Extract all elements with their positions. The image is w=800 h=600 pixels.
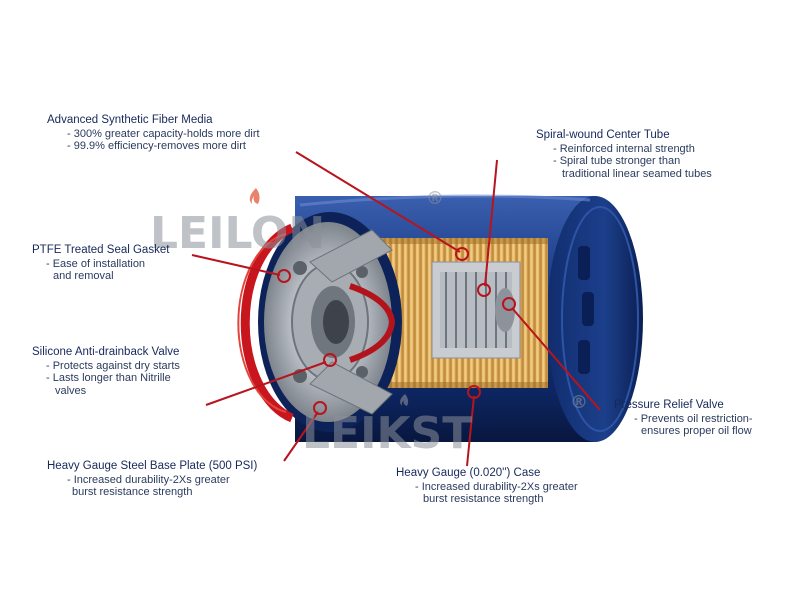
callout-title: Advanced Synthetic Fiber Media	[47, 114, 213, 126]
callout-title: Silicone Anti-drainback Valve	[32, 346, 180, 358]
callout-line: - 99.9% efficiency-removes more dirt	[67, 140, 246, 152]
callout-title: Spiral-wound Center Tube	[536, 129, 670, 141]
callout-line: - Ease of installation	[46, 257, 146, 270]
anti-drainback-valve	[309, 229, 396, 415]
leader-center-tube	[484, 159, 498, 287]
callout-line: - Increased durability-2Xs greater	[67, 473, 230, 486]
callout-title: Pressure Relief Valve	[614, 399, 724, 411]
brand-watermark: LEILON ® LEIKST ®	[150, 188, 588, 459]
callout-line: - Lasts longer than Nitrille	[46, 372, 171, 384]
callout-line: - Increased durability-2Xs greater	[415, 480, 578, 493]
callout-line: - 300% greater capacity-holds more dirt	[67, 127, 260, 140]
callout-line: burst resistance strength	[423, 493, 544, 505]
svg-text:®: ®	[570, 392, 588, 413]
flame-mark-bottom	[400, 394, 409, 406]
callout-line: - Spiral tube stronger than	[553, 155, 681, 167]
callout-antidrainback: Silicone Anti-drainback Valve - Protects…	[32, 346, 180, 397]
callout-base-plate: Heavy Gauge Steel Base Plate (500 PSI) -…	[47, 460, 257, 499]
leader-lines	[191, 151, 601, 467]
svg-text:LEILON: LEILON	[150, 208, 325, 259]
callout-line: - Reinforced internal strength	[553, 142, 695, 155]
leader-fiber-media	[295, 151, 461, 253]
callout-title: PTFE Treated Seal Gasket	[32, 244, 170, 256]
svg-text:®: ®	[426, 188, 444, 209]
callout-title: Heavy Gauge (0.020'') Case	[396, 467, 541, 479]
leader-relief-valve	[511, 307, 601, 411]
svg-text:LEIKST: LEIKST	[302, 408, 472, 459]
callout-line: and removal	[53, 270, 114, 282]
marker-center-tube	[477, 283, 491, 297]
callout-line: - Protects against dry starts	[46, 359, 180, 372]
marker-fiber-media	[455, 247, 469, 261]
callout-center-tube: Spiral-wound Center Tube - Reinforced in…	[536, 129, 712, 180]
callout-seal-gasket: PTFE Treated Seal Gasket - Ease of insta…	[32, 244, 169, 283]
marker-case	[467, 385, 481, 399]
callout-title: Heavy Gauge Steel Base Plate (500 PSI)	[47, 460, 258, 472]
spiral-center-tube	[440, 272, 515, 348]
marker-seal-gasket	[277, 269, 291, 283]
leader-base-plate	[283, 411, 319, 462]
callout-line: ensures proper oil flow	[641, 425, 752, 437]
leader-case	[466, 395, 475, 467]
callout-fiber-media: Advanced Synthetic Fiber Media - 300% gr…	[47, 114, 260, 153]
leader-antidrainback	[205, 361, 327, 406]
marker-base-plate	[313, 401, 327, 415]
leader-seal-gasket	[191, 254, 281, 276]
seal-gasket	[237, 223, 294, 423]
marker-relief-valve	[502, 297, 516, 311]
callout-case: Heavy Gauge (0.020'') Case - Increased d…	[396, 467, 578, 506]
marker-antidrainback	[323, 353, 337, 367]
callout-line: valves	[55, 384, 87, 397]
callout-relief-valve: Pressure Relief Valve - Prevents oil res…	[614, 399, 753, 438]
callout-line: traditional linear seamed tubes	[562, 167, 712, 180]
callout-line: - Prevents oil restriction-	[634, 412, 753, 425]
callout-line: burst resistance strength	[72, 486, 193, 498]
flame-mark-top	[249, 188, 260, 204]
